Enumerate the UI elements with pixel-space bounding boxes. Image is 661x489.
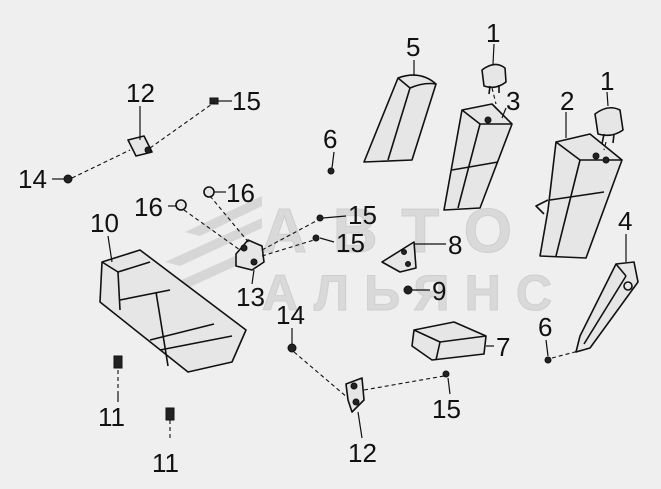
callout-14-center: 14 (276, 300, 305, 330)
callout-11-upper: 11 (98, 402, 125, 432)
screw-6-right (544, 356, 552, 364)
hinge-bracket-13 (235, 239, 265, 271)
latch-12-lower (345, 377, 365, 413)
callout-1-middle: 1 (486, 18, 500, 48)
callout-7: 7 (496, 332, 510, 362)
latch-12-upper (127, 135, 153, 157)
callout-labels: 12 15 14 16 16 10 15 15 13 6 5 1 3 2 1 4… (18, 18, 632, 478)
nut-14-left (63, 174, 73, 184)
callout-15-top: 15 (232, 86, 261, 116)
screw-15-mid-b (312, 234, 320, 242)
screw-15-top (209, 97, 219, 105)
screw-15-bottom (442, 370, 450, 378)
armrest-pad-7 (411, 321, 487, 361)
bolt-11-upper (113, 355, 123, 369)
headrest-right (594, 106, 624, 145)
nut-9 (403, 285, 413, 295)
callout-11-lower: 11 (152, 448, 179, 478)
headrest-middle (481, 63, 507, 95)
callout-6-right: 6 (538, 312, 552, 342)
backrest-right-2 (535, 133, 623, 259)
callout-3: 3 (506, 86, 520, 116)
callout-9: 9 (432, 276, 446, 306)
backrest-middle-3 (443, 103, 513, 211)
callout-16-right: 16 (226, 178, 255, 208)
leader-lines (52, 43, 627, 439)
callout-8: 8 (448, 230, 462, 260)
callout-10: 10 (90, 208, 119, 238)
callout-15-bottom: 15 (432, 394, 461, 424)
side-bolster-4 (575, 261, 639, 353)
seat-cushion-10 (99, 249, 247, 373)
callout-2: 2 (560, 86, 574, 116)
bolt-11-lower (165, 407, 175, 421)
screw-6-left (327, 167, 335, 175)
bracket-8 (381, 241, 417, 273)
nut-14-center (287, 343, 297, 353)
backrest-cover-5 (363, 74, 437, 163)
callout-1-right: 1 (600, 66, 614, 96)
washer-16-left (175, 199, 187, 211)
assembly-lines (71, 87, 607, 440)
callout-14-left: 14 (18, 164, 47, 194)
callout-15-mid-a: 15 (348, 200, 377, 230)
callout-13: 13 (236, 282, 265, 312)
callout-4: 4 (618, 206, 632, 236)
callout-12-lower: 12 (348, 438, 377, 468)
callout-6-left: 6 (323, 124, 337, 154)
callout-15-mid-b: 15 (336, 228, 365, 258)
callout-16-left: 16 (134, 192, 163, 222)
callout-5: 5 (406, 32, 420, 62)
washer-16-right (203, 186, 215, 198)
callout-12-upper: 12 (126, 78, 155, 108)
